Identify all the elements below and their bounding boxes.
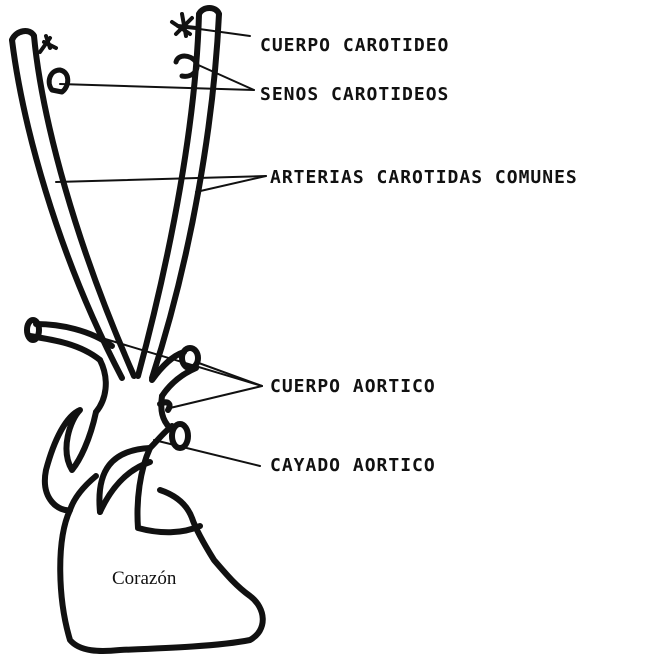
carotid-body-left <box>40 36 56 52</box>
leader-carotid-sinus-right <box>196 64 254 90</box>
label-carotid-body: CUERPO CAROTIDEO <box>260 35 449 56</box>
label-common-carotid-arteries: ARTERIAS CAROTIDAS COMUNES <box>270 167 578 188</box>
label-aortic-body: CUERPO AORTICO <box>270 376 436 397</box>
leader-aortic-body-right <box>196 362 262 386</box>
aortic-arch <box>27 320 198 512</box>
label-heart: Corazón <box>112 568 176 590</box>
carotid-body-right <box>172 14 196 36</box>
pulmonary-trunk <box>45 410 96 510</box>
leader-carotid-sinus-left <box>60 84 254 90</box>
leader-aortic-body-lower <box>170 386 262 408</box>
carotid-sinus-left <box>49 70 68 92</box>
right-carotid-artery <box>138 8 219 378</box>
leader-common-carotid-left <box>56 176 266 182</box>
leader-aortic-arch <box>154 440 260 466</box>
label-carotid-sinuses: SENOS CAROTIDEOS <box>260 84 449 105</box>
label-aortic-arch: CAYADO AORTICO <box>270 455 436 476</box>
